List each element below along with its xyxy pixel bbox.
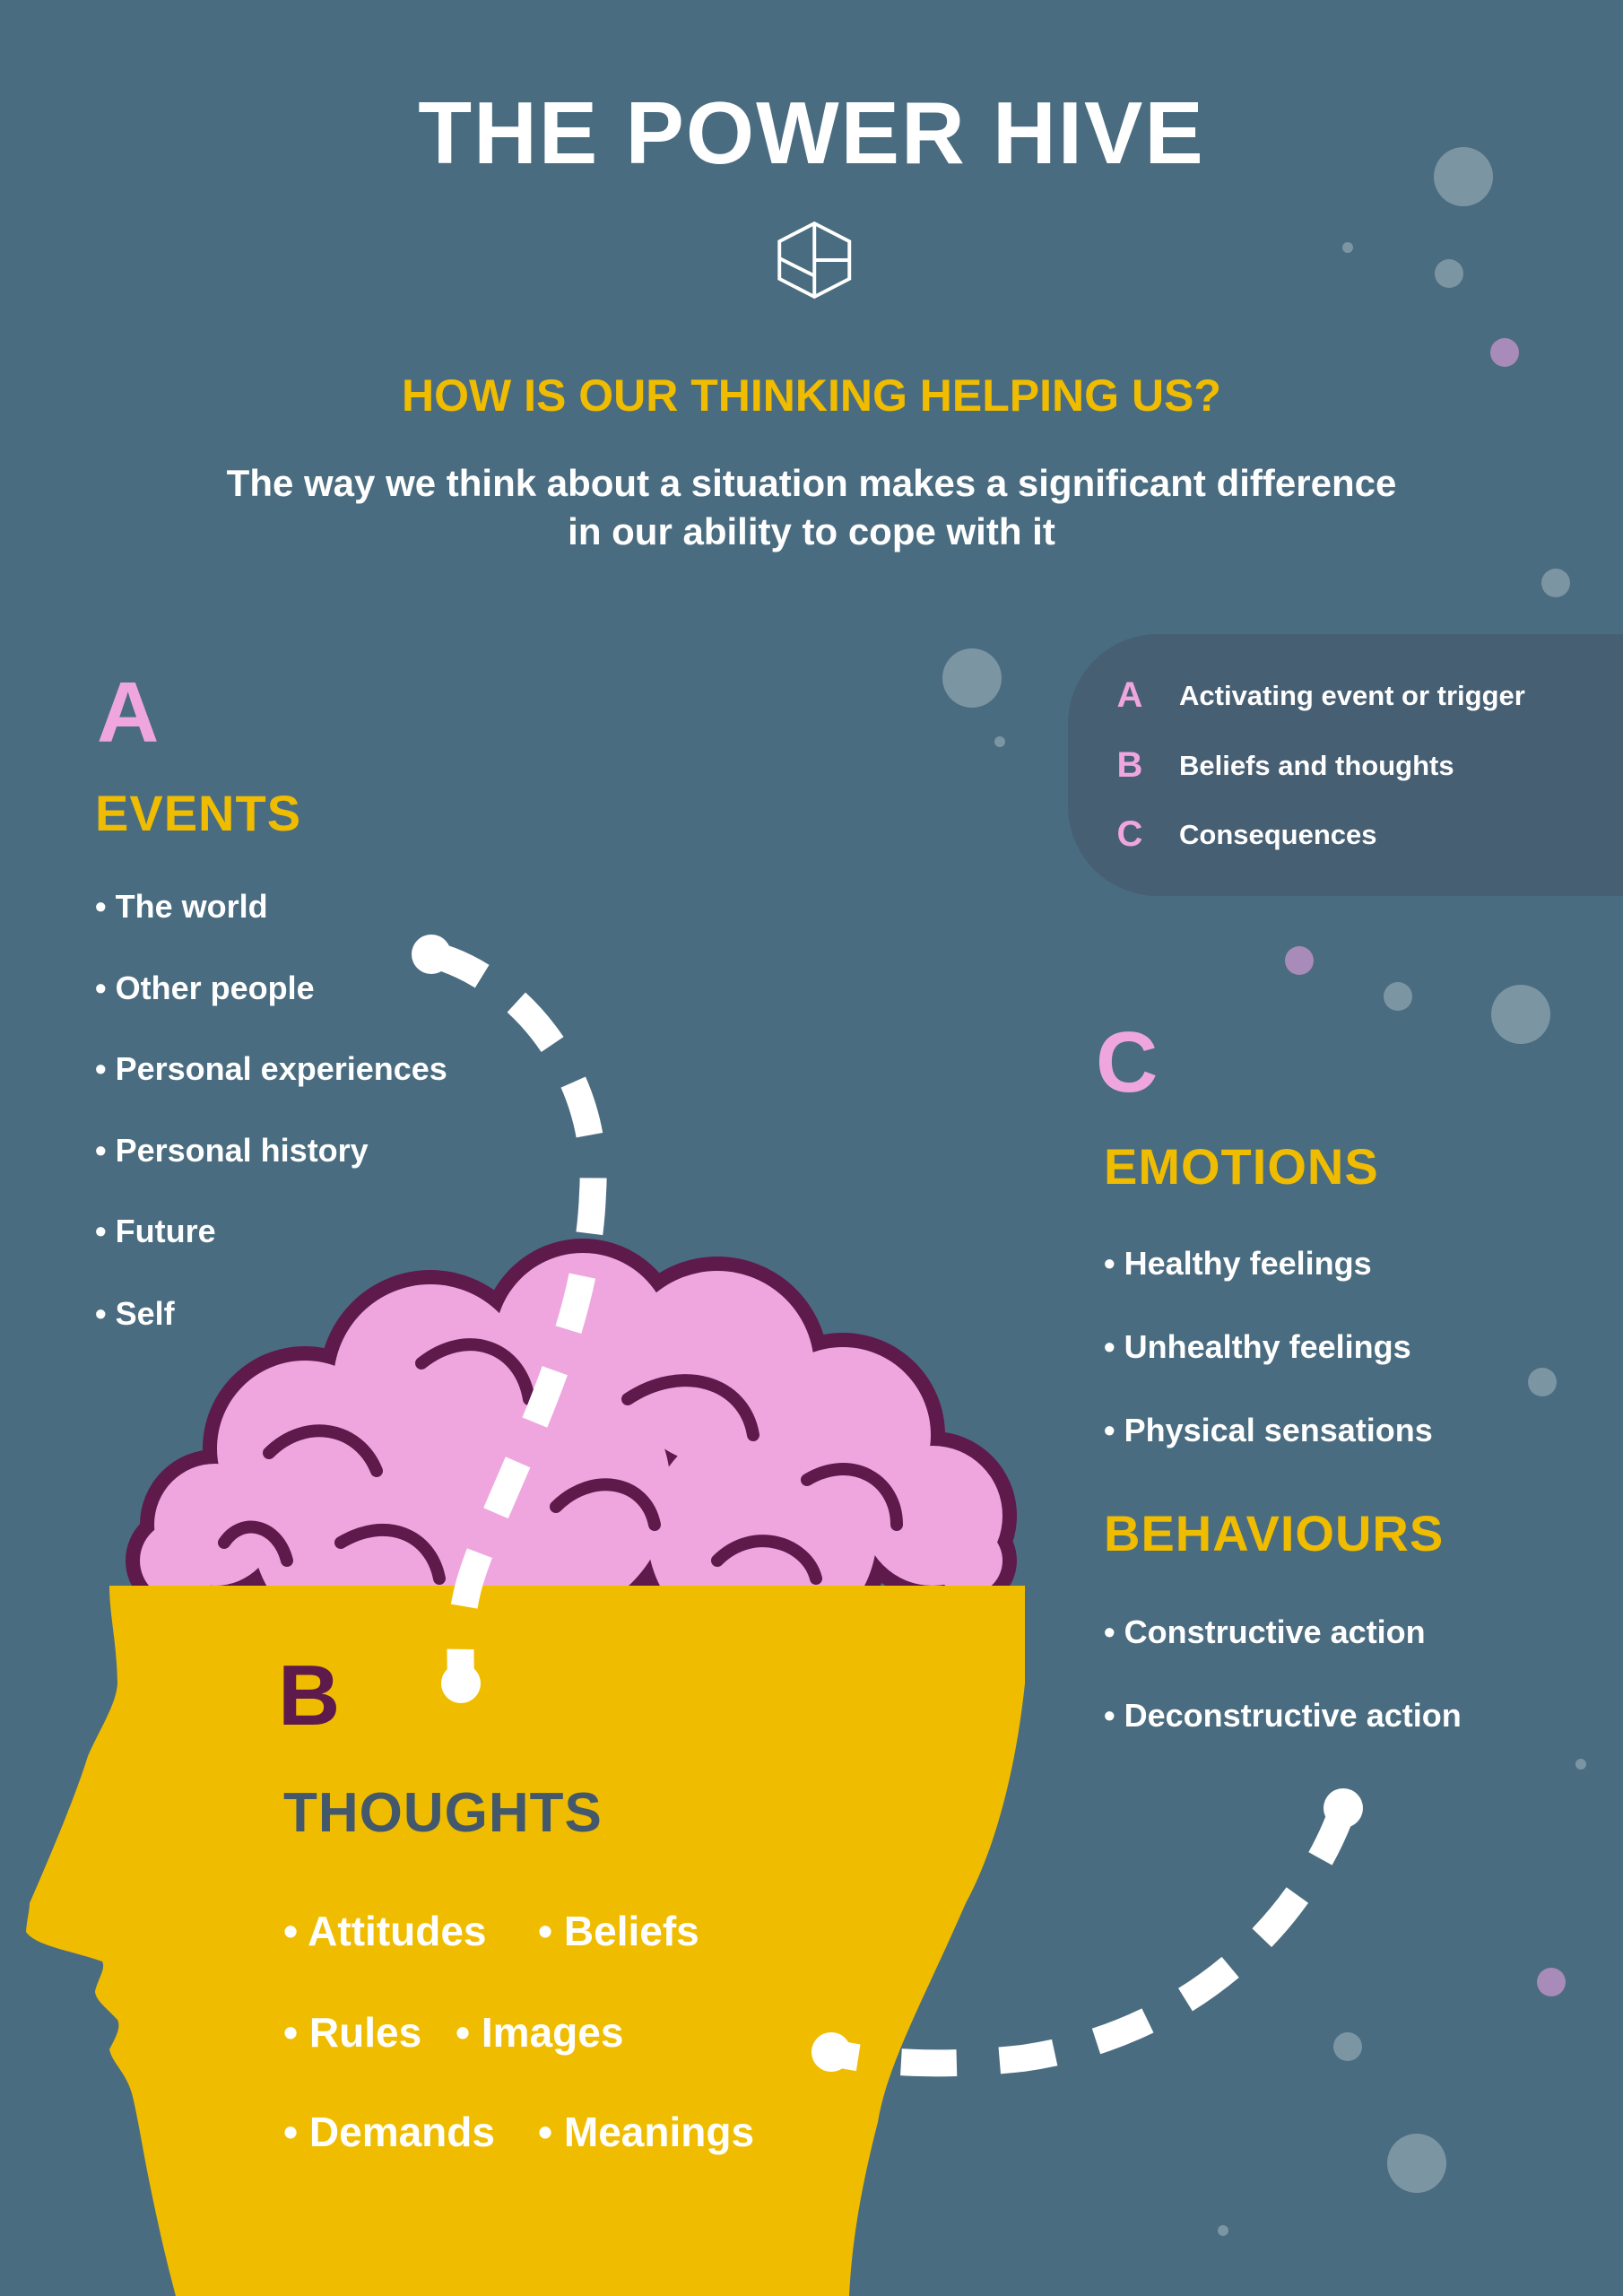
thought-item: • Meanings	[538, 2109, 755, 2155]
intro-line: The way we think about a situation makes…	[226, 462, 1397, 504]
bubble	[1387, 2134, 1446, 2193]
legend-text: Activating event or trigger	[1179, 679, 1525, 711]
emotion-item: • Unhealthy feelings	[1104, 1328, 1411, 1365]
connector-dot	[412, 935, 451, 974]
bubble	[1491, 985, 1550, 1044]
emotion-item: • Physical sensations	[1104, 1412, 1433, 1448]
bubbles	[942, 147, 1586, 2236]
emotion-item: • Healthy feelings	[1104, 1245, 1372, 1282]
dashed-connector-b-to-c	[827, 1803, 1357, 2077]
abc-legend: A Activating event or trigger B Beliefs an…	[1068, 634, 1623, 896]
intro-text: The way we think about a situation makes…	[0, 459, 1623, 556]
events-heading: EVENTS	[95, 785, 302, 841]
section-c-letter: C	[1096, 1014, 1159, 1110]
event-item: • The world	[95, 888, 268, 925]
connector-dot	[812, 2032, 851, 2072]
behaviours-heading: BEHAVIOURS	[1104, 1505, 1445, 1561]
bubble	[1218, 2225, 1228, 2236]
brain-icon	[126, 1239, 1017, 1663]
event-item: • Future	[95, 1213, 216, 1249]
bubble	[1342, 242, 1353, 253]
behaviour-item: • Constructive action	[1104, 1613, 1426, 1650]
dashed-connector-a-to-b	[427, 941, 607, 1684]
bubble	[1541, 569, 1570, 597]
thoughts-heading: THOUGHTS	[283, 1782, 603, 1844]
head-silhouette	[26, 1586, 1025, 2296]
event-item: • Other people	[95, 970, 315, 1006]
bubble	[1435, 259, 1463, 288]
connector-dot	[441, 1664, 481, 1703]
page-title: THE POWER HIVE	[418, 83, 1205, 182]
bubble	[1575, 1759, 1586, 1770]
connector-dot	[1324, 1788, 1363, 1828]
behaviour-item: • Deconstructive action	[1104, 1697, 1462, 1734]
bubble	[1528, 1368, 1557, 1396]
legend-letter: B	[1116, 745, 1143, 785]
thought-item: • Demands	[283, 2109, 495, 2155]
event-item: • Personal history	[95, 1132, 369, 1169]
bubble	[1434, 147, 1493, 206]
bubble-purple	[1537, 1968, 1566, 1996]
section-a-letter: A	[97, 665, 160, 761]
intro-line: in our ability to cope with it	[568, 510, 1055, 552]
legend-letter: C	[1116, 814, 1143, 854]
legend-row-a: A Activating event or trigger	[1068, 675, 1525, 716]
bubble	[1384, 982, 1412, 1011]
section-b-letter: B	[278, 1648, 341, 1744]
legend-row-b: B Beliefs and thoughts	[1068, 745, 1454, 786]
event-item: • Personal experiences	[95, 1050, 447, 1087]
bubble	[942, 648, 1002, 708]
emotions-heading: EMOTIONS	[1104, 1138, 1379, 1195]
bubble	[994, 736, 1005, 747]
subtitle: HOW IS OUR THINKING HELPING US?	[402, 370, 1221, 421]
legend-text: Consequences	[1179, 818, 1377, 850]
thought-item: • Images	[456, 2009, 624, 2056]
bubble-purple	[1285, 946, 1314, 975]
bubble-purple	[1490, 338, 1519, 367]
event-item: • Self	[95, 1295, 175, 1332]
thought-item: • Beliefs	[538, 1908, 699, 1954]
legend-row-c: C Consequences	[1068, 814, 1377, 855]
bubble	[1333, 2032, 1362, 2061]
thought-item: • Rules	[283, 2009, 422, 2056]
thought-item: • Attitudes	[283, 1908, 487, 1954]
hexagon-logo-icon	[777, 221, 852, 300]
legend-text: Beliefs and thoughts	[1179, 749, 1454, 781]
legend-letter: A	[1116, 675, 1143, 715]
